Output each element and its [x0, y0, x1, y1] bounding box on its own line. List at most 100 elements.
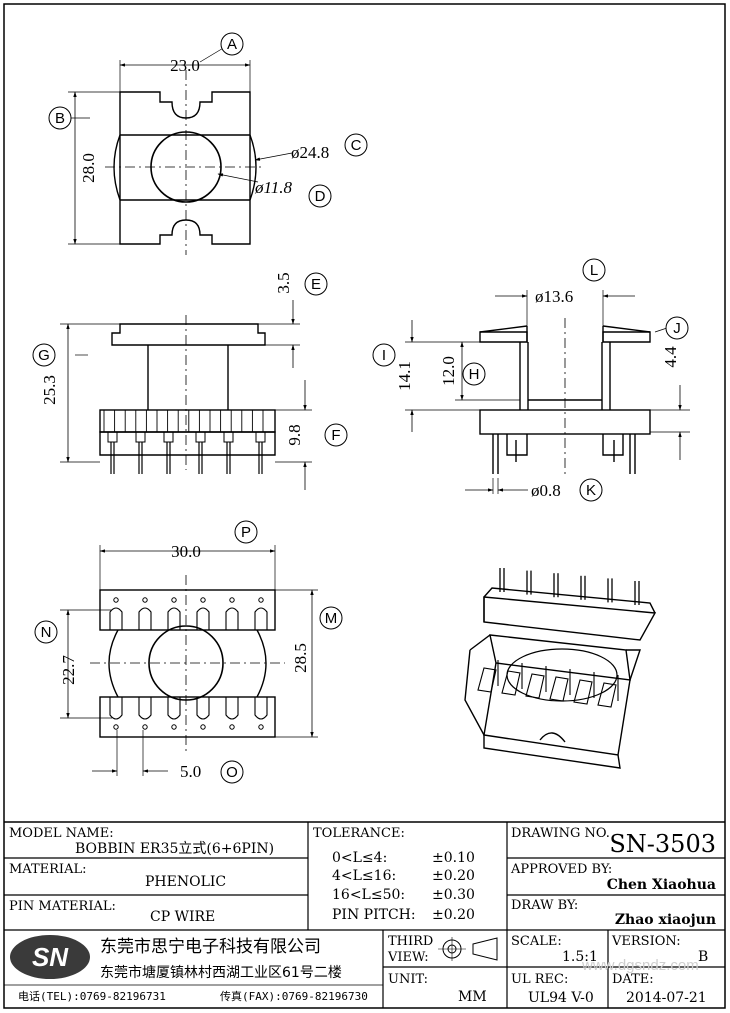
pin-hole-bottom: [200, 724, 206, 730]
top-height-dim: 28.0: [79, 153, 98, 183]
iso-slot: [549, 676, 569, 702]
dimension-tag: H: [462, 362, 486, 386]
watermark: www.dgsndz.com: [581, 957, 699, 974]
tolerance-label: TOLERANCE:: [313, 826, 405, 841]
tolerance-range-2: 4<L≤16:: [332, 868, 396, 884]
front-pin-boss: [135, 431, 146, 443]
dimension-tag: G: [32, 343, 56, 367]
side-view: [479, 318, 651, 475]
dimension-tag: D: [308, 184, 332, 208]
front-dims: [60, 300, 312, 490]
scale-label: SCALE:: [511, 934, 562, 949]
dimension-tag: N: [34, 620, 58, 644]
dimension-tag: M: [319, 606, 343, 630]
company-logo-text: SN: [32, 942, 69, 972]
third-view-label-2: VIEW:: [387, 950, 429, 965]
pin-hole-bottom: [142, 724, 148, 730]
pin-hole-top: [200, 597, 206, 603]
outer-diameter-dim: ø24.8: [291, 143, 329, 162]
dimension-tag: K: [579, 478, 603, 502]
dimension-tag-letter: H: [469, 366, 480, 383]
ul-rec-label: UL REC:: [511, 972, 568, 987]
dimension-tag-letter: I: [382, 347, 386, 364]
pin-hole-bottom: [113, 724, 119, 730]
bottom-slot-top: [196, 607, 210, 630]
front-pins: [107, 431, 266, 474]
pin-hole-top: [258, 597, 264, 603]
tolerance-range-1: 0<L≤4:: [332, 850, 387, 866]
iso-slot: [597, 682, 617, 708]
dimension-tag-letter: F: [331, 427, 340, 444]
company-fax: 传真(FAX):0769-82196730: [220, 989, 368, 1003]
bottom-slot-bottom: [138, 697, 152, 720]
dimension-tag: O: [220, 760, 244, 784]
tolerance-value-3: ±0.30: [432, 887, 475, 903]
winding-height-dim: 14.1: [395, 361, 414, 391]
flange-thickness-dim: 3.5: [274, 272, 293, 293]
dimension-tag: L: [582, 258, 606, 282]
approved-by-label: APPROVED BY:: [510, 862, 612, 877]
unit-value: MM: [458, 989, 487, 1005]
tolerance-value-4: ±0.20: [432, 907, 475, 923]
version-value: B: [698, 949, 708, 965]
tolerance-range-4: PIN PITCH:: [332, 907, 416, 923]
bottom-slot-top: [167, 607, 181, 630]
tolerance-value-1: ±0.10: [432, 850, 475, 866]
base-height-dim: 9.8: [285, 424, 304, 445]
dimension-tag: C: [344, 133, 368, 157]
bottom-slot-top: [138, 607, 152, 630]
drawing-no-value: SN-3503: [609, 830, 716, 858]
model-name-value: BOBBIN ER35立式(6+6PIN): [75, 841, 274, 857]
material-label: MATERIAL:: [9, 862, 86, 877]
pin-pitch-dim: 5.0: [180, 762, 201, 781]
dimension-tag-letter: E: [311, 276, 321, 293]
pin-hole-bottom: [171, 724, 177, 730]
dimension-tag-letter: C: [351, 137, 362, 154]
date-value: 2014-07-21: [626, 990, 707, 1006]
dimension-tag-letter: B: [55, 110, 65, 127]
dimension-tag-letter: J: [673, 320, 681, 337]
pin-material-label: PIN MATERIAL:: [9, 899, 116, 914]
bottom-depth-dim: 28.5: [291, 643, 310, 673]
pin-hole-top: [171, 597, 177, 603]
bottom-slot-bottom: [254, 697, 268, 720]
tolerance-range-3: 16<L≤50:: [332, 887, 405, 903]
dimension-tag-letter: G: [38, 347, 50, 364]
pin-material-value: CP WIRE: [150, 909, 215, 925]
front-pin-boss: [163, 431, 174, 443]
bottom-slot-bottom: [196, 697, 210, 720]
inner-diameter-dim: ø11.8: [254, 178, 292, 197]
unit-label: UNIT:: [388, 972, 428, 987]
core-diameter-dim: ø13.6: [535, 287, 573, 306]
dimension-tag-letter: L: [590, 262, 598, 279]
draw-by-label: DRAW BY:: [511, 898, 578, 913]
bottom-slots: [109, 597, 268, 730]
pin-hole-bottom: [258, 724, 264, 730]
scale-value: 1.5:1: [562, 949, 598, 965]
front-pin-boss: [223, 431, 234, 443]
pin-hole-top: [113, 597, 119, 603]
third-view-label-1: THIRD: [388, 934, 433, 949]
bottom-span-dim: 22.7: [59, 655, 78, 685]
pin-hole-top: [229, 597, 235, 603]
inner-height-dim: 12.0: [439, 356, 458, 386]
iso-slot: [501, 670, 521, 696]
dimension-tag-letter: D: [315, 188, 326, 205]
side-flange-dim: 4.4: [661, 346, 680, 368]
company-name: 东莞市思宁电子科技有限公司: [100, 937, 321, 957]
isometric-slots: [477, 660, 619, 708]
dimension-tag-letter: A: [227, 36, 237, 53]
dimension-tag: F: [324, 423, 348, 447]
bottom-slot-top: [109, 607, 123, 630]
dimension-tag: E: [304, 272, 328, 296]
bottom-width-dim: 30.0: [171, 542, 201, 561]
dimension-tag-letter: O: [226, 764, 238, 781]
top-width-dim: 23.0: [170, 56, 200, 75]
model-name-label: MODEL NAME:: [9, 826, 114, 841]
approved-by-value: Chen Xiaohua: [607, 877, 716, 893]
dimension-tag-letter: P: [241, 524, 251, 541]
dimension-tag-letter: K: [586, 482, 596, 499]
dimension-tag: P: [234, 520, 258, 544]
pin-hole-top: [142, 597, 148, 603]
top-view: [68, 46, 293, 255]
